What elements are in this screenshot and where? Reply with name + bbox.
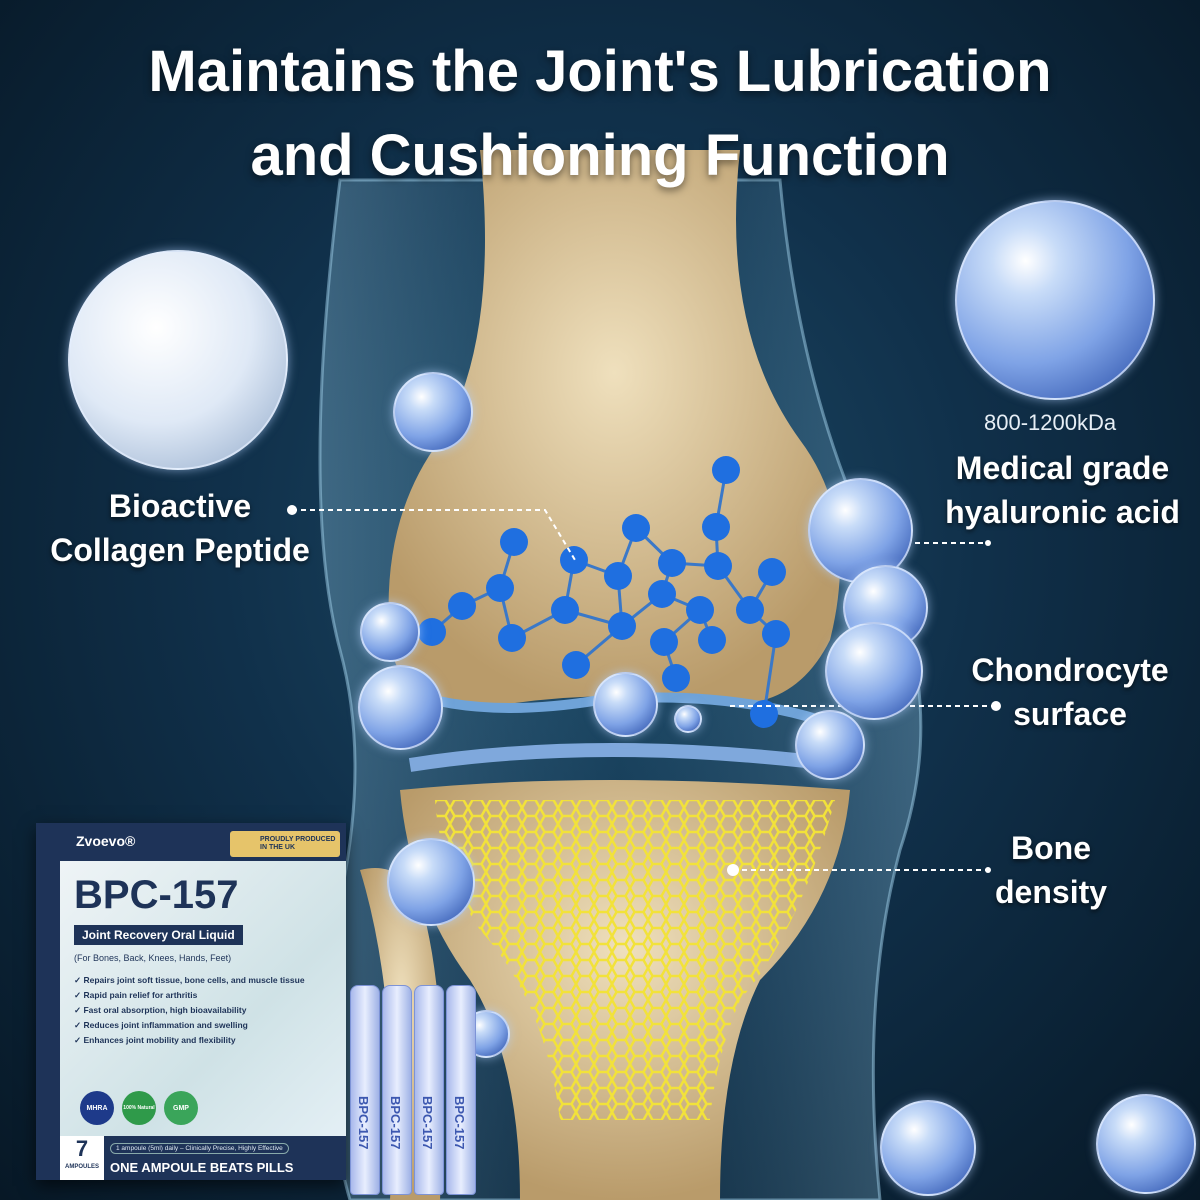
meniscus [408,743,841,772]
ampoule-label: BPC-157 [356,1096,371,1150]
ampoule: BPC-157 [446,985,476,1195]
label-chondrocyte: Chondrocyte surface [955,648,1185,736]
molecule-atom [486,574,514,602]
ampoule: BPC-157 [414,985,444,1195]
benefit-item: Rapid pain relief for arthritis [74,988,305,1003]
molecule-atom [658,549,686,577]
molecule-atom [750,700,778,728]
bubble [387,838,475,926]
headline-line-1: Maintains the Joint's Lubrication [148,39,1052,104]
bubble [1096,1094,1196,1194]
dose-text: 1 ampoule (5ml) daily – Clinically Preci… [110,1143,289,1154]
bubble [360,602,420,662]
molecule-atom [702,513,730,541]
collagen-molecule [418,456,790,728]
label-line: surface [1013,696,1127,732]
uk-badge: PROUDLY PRODUCED IN THE UK [230,831,340,857]
label-hyaluronic: Medical grade hyaluronic acid [930,446,1195,534]
benefit-list: Repairs joint soft tissue, bone cells, a… [74,973,305,1048]
brand-logo: Zvoevo® [76,833,136,849]
molecule-atom [662,664,690,692]
label-line: Medical grade [955,450,1170,486]
molecule-atom [604,562,632,590]
label-bone-density: Bone density [995,826,1107,914]
label-line: Bioactive [108,488,252,524]
label-line: Collagen Peptide [50,532,310,568]
headline: Maintains the Joint's Lubrication and Cu… [0,30,1200,198]
ampoule: BPC-157 [382,985,412,1195]
label-line: hyaluronic acid [945,494,1180,530]
product-name: BPC-157 [74,873,239,917]
molecule-atom [762,620,790,648]
collagen-molecule-bubble [68,250,288,470]
bone-density-mesh [435,800,835,1120]
bubble [795,710,865,780]
hyaluronic-bubble [955,200,1155,400]
label-line: Bone [1011,830,1091,866]
molecule-atom [448,592,476,620]
molecule-atom [758,558,786,586]
molecule-atom [622,514,650,542]
product-subtitle: Joint Recovery Oral Liquid [74,925,243,945]
label-line: density [995,874,1108,910]
molecule-atom [418,618,446,646]
benefit-item: Fast oral absorption, high bioavailabili… [74,1003,305,1018]
gmp-seal: GMP [164,1091,198,1125]
molecule-atom [648,580,676,608]
ampoule-label: BPC-157 [452,1096,467,1150]
bubble [825,622,923,720]
label-molecular-weight: 800-1200kDa [984,410,1117,435]
label-line: Chondrocyte [971,652,1169,688]
bubble [393,372,473,452]
tagline: ONE AMPOULE BEATS PILLS [110,1160,294,1175]
bubble [358,665,443,750]
bubble [674,705,702,733]
bubble [880,1100,976,1196]
mhra-seal: MHRA [80,1091,114,1125]
ampoule: BPC-157 [350,985,380,1195]
molecule-atom [712,456,740,484]
ampoule-label: BPC-157 [388,1096,403,1150]
product-uses: (For Bones, Back, Knees, Hands, Feet) [74,953,232,963]
leader-lines [292,509,996,871]
headline-line-2: and Cushioning Function [250,123,950,188]
molecule-atom [736,596,764,624]
molecule-atom [704,552,732,580]
molecule-atom [562,651,590,679]
ampoule-label: BPC-157 [420,1096,435,1150]
box-header: Zvoevo® PROUDLY PRODUCED IN THE UK [60,823,346,861]
molecule-atom [551,596,579,624]
count-unit: AMPOULES [64,1164,99,1170]
benefit-item: Repairs joint soft tissue, bone cells, a… [74,973,304,988]
molecule-atom [498,624,526,652]
molecule-atom [500,528,528,556]
label-collagen: Bioactive Collagen Peptide [30,484,330,572]
molecule-atom [650,628,678,656]
molecule-atom [698,626,726,654]
molecule-atom [686,596,714,624]
product-box: Zvoevo® PROUDLY PRODUCED IN THE UK BPC-1… [36,823,346,1180]
benefit-item: Reduces joint inflammation and swelling [74,1018,305,1033]
molecule-atom [608,612,636,640]
count-value: 7 [75,1136,89,1161]
natural-seal: 100% Natural [122,1091,156,1125]
benefit-item: Enhances joint mobility and flexibility [74,1033,305,1048]
bubble [593,672,658,737]
